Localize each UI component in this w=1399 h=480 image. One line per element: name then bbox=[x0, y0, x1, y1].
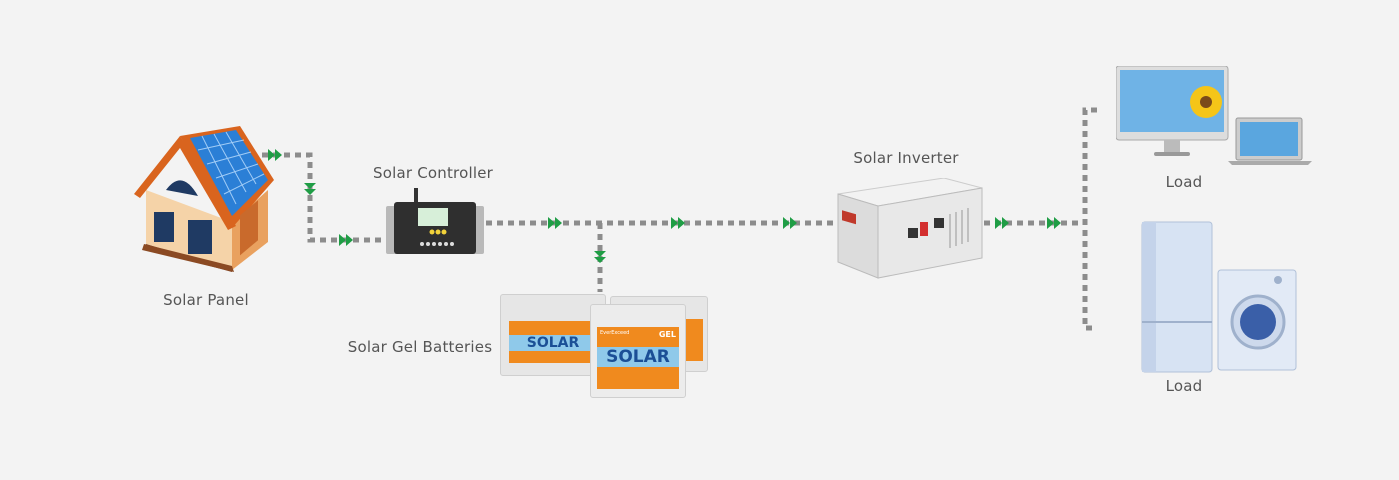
solar-controller-label: Solar Controller bbox=[373, 164, 493, 182]
arrow-right-icon bbox=[783, 217, 797, 229]
arrow-right-icon bbox=[671, 217, 685, 229]
solar-inverter-label: Solar Inverter bbox=[853, 149, 959, 167]
load-label-bottom: Load bbox=[1165, 377, 1203, 395]
load-label-top: Load bbox=[1165, 173, 1203, 191]
solar-controller-icon bbox=[386, 188, 484, 254]
battery-brand: EverExceed bbox=[600, 330, 630, 336]
solar-gel-batteries: SOLAR EverExceed GEL SOLAR bbox=[500, 292, 710, 398]
battery-type: GEL bbox=[658, 330, 676, 339]
connector-load-bus bbox=[1082, 107, 1097, 331]
solar-panel-house-icon bbox=[134, 126, 274, 272]
battery-solar-text: SOLAR bbox=[509, 335, 597, 351]
arrow-right-icon bbox=[268, 149, 282, 161]
arrow-right-icon bbox=[548, 217, 562, 229]
arrow-right-icon bbox=[995, 217, 1009, 229]
solar-panel-label: Solar Panel bbox=[163, 291, 249, 309]
appliances-load-icon bbox=[1141, 221, 1297, 373]
battery-solar-text: SOLAR bbox=[597, 347, 679, 367]
arrow-down-icon bbox=[304, 183, 316, 195]
battery-front: EverExceed GEL SOLAR bbox=[590, 304, 686, 398]
solar-gel-batteries-label: Solar Gel Batteries bbox=[347, 338, 493, 356]
connector-panel-to-controller bbox=[262, 152, 386, 243]
solar-inverter-icon bbox=[837, 178, 983, 279]
computer-load-icon bbox=[1116, 66, 1312, 165]
arrow-down-icon bbox=[594, 251, 606, 263]
battery-back-left: SOLAR bbox=[500, 294, 606, 376]
arrow-right-icon bbox=[339, 234, 353, 246]
arrow-right-icon bbox=[1047, 217, 1061, 229]
